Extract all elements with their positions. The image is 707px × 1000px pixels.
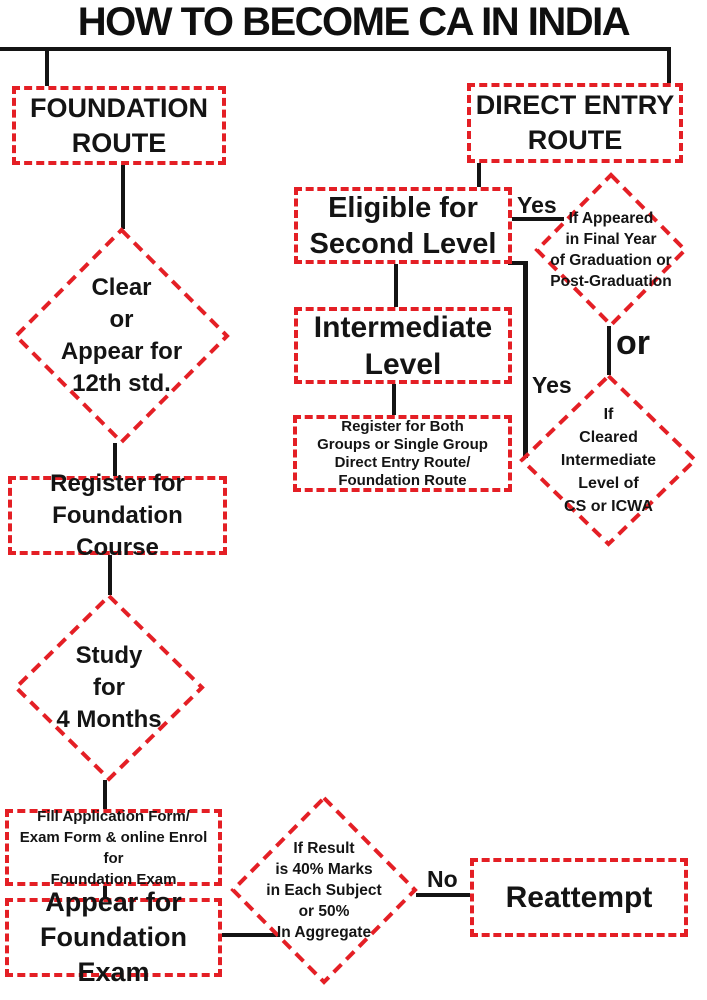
node-register-foundation-course: Register for Foundation Course bbox=[8, 470, 227, 561]
connector-foundation-to-clear12 bbox=[121, 164, 125, 229]
node-clear-12th-label: Clear or Appear for 12th std. bbox=[60, 274, 183, 397]
connector-title-horizontal bbox=[0, 47, 671, 51]
node-direct-entry-route-label: DIRECT ENTRY ROUTE bbox=[475, 90, 675, 155]
node-reattempt: Reattempt bbox=[470, 858, 688, 937]
edge-label-or: or bbox=[616, 324, 650, 362]
connector-title-to-foundation bbox=[45, 47, 49, 87]
node-foundation-route-label: FOUNDATION ROUTE bbox=[30, 92, 208, 158]
connector-fill-to-appear bbox=[103, 885, 107, 899]
connector-eligible-to-ifcleared-vertical bbox=[523, 261, 528, 458]
connector-study-to-fill bbox=[103, 780, 107, 810]
edge-label-no: No bbox=[427, 866, 458, 892]
node-if-appeared-diamond: If Appeared in Final Year of Graduation … bbox=[534, 172, 688, 328]
connector-eligible-to-ifappeared bbox=[511, 217, 564, 221]
node-intermediate-level-label: Intermediate Level bbox=[313, 310, 493, 381]
connector-intermediate-to-registerboth bbox=[392, 382, 396, 416]
connector-register-to-study bbox=[108, 553, 112, 595]
diamond-outline bbox=[230, 795, 418, 985]
node-fill-application-form: Fill Application Form/ Exam Form & onlin… bbox=[5, 808, 222, 888]
node-if-cleared-label: If Cleared Intermediate Level of CS or I… bbox=[560, 405, 657, 515]
edge-label-yes-intermediate: Yes bbox=[532, 372, 572, 398]
connector-ifappeared-to-ifcleared bbox=[607, 326, 611, 375]
node-clear-12th-diamond: Clear or Appear for 12th std. bbox=[13, 227, 230, 445]
node-reattempt-label: Reattempt bbox=[505, 880, 653, 914]
diamond-outline bbox=[13, 227, 230, 445]
node-if-result-diamond: If Result is 40% Marks in Each Subject o… bbox=[230, 795, 418, 985]
page-title: HOW TO BECOME CA IN INDIA bbox=[77, 0, 631, 44]
connector-eligible-to-intermediate bbox=[394, 262, 398, 308]
node-foundation-route: FOUNDATION ROUTE bbox=[12, 86, 226, 165]
edge-label-yes-graduation: Yes bbox=[517, 192, 557, 218]
connector-clear12-to-register bbox=[113, 443, 117, 477]
connector-appear-to-ifresult bbox=[221, 933, 279, 937]
node-register-both-groups: Register for Both Groups or Single Group… bbox=[293, 415, 512, 492]
diamond-outline bbox=[13, 593, 205, 782]
node-appear-foundation-label: Appear for Foundation Exam bbox=[40, 887, 187, 987]
connector-eligible-stub-horizontal bbox=[508, 261, 528, 265]
node-direct-entry-route: DIRECT ENTRY ROUTE bbox=[467, 83, 683, 163]
node-if-cleared-diamond: If Cleared Intermediate Level of CS or I… bbox=[519, 373, 698, 547]
node-eligible-second-level: Eligible for Second Level bbox=[294, 187, 512, 264]
node-if-result-label: If Result is 40% Marks in Each Subject o… bbox=[266, 839, 382, 941]
node-fill-application-label: Fill Application Form/ Exam Form & onlin… bbox=[19, 807, 208, 888]
node-eligible-second-level-label: Eligible for Second Level bbox=[309, 191, 497, 260]
connector-ifresult-to-reattempt bbox=[416, 893, 472, 897]
diamond-outline bbox=[519, 373, 698, 547]
node-appear-foundation-exam: Appear for Foundation Exam bbox=[5, 887, 222, 987]
node-register-both-groups-label: Register for Both Groups or Single Group… bbox=[317, 417, 488, 489]
node-study-4-months-diamond: Study for 4 Months bbox=[13, 593, 205, 782]
connector-direct-to-eligible bbox=[477, 162, 481, 189]
node-study-4-months-label: Study for 4 Months bbox=[56, 641, 162, 733]
node-if-appeared-label: If Appeared in Final Year of Graduation … bbox=[550, 210, 672, 290]
connector-title-to-direct-entry bbox=[667, 47, 671, 84]
diamond-outline bbox=[534, 172, 688, 328]
node-register-foundation-label: Register for Foundation Course bbox=[50, 469, 185, 561]
node-intermediate-level: Intermediate Level bbox=[294, 307, 512, 384]
